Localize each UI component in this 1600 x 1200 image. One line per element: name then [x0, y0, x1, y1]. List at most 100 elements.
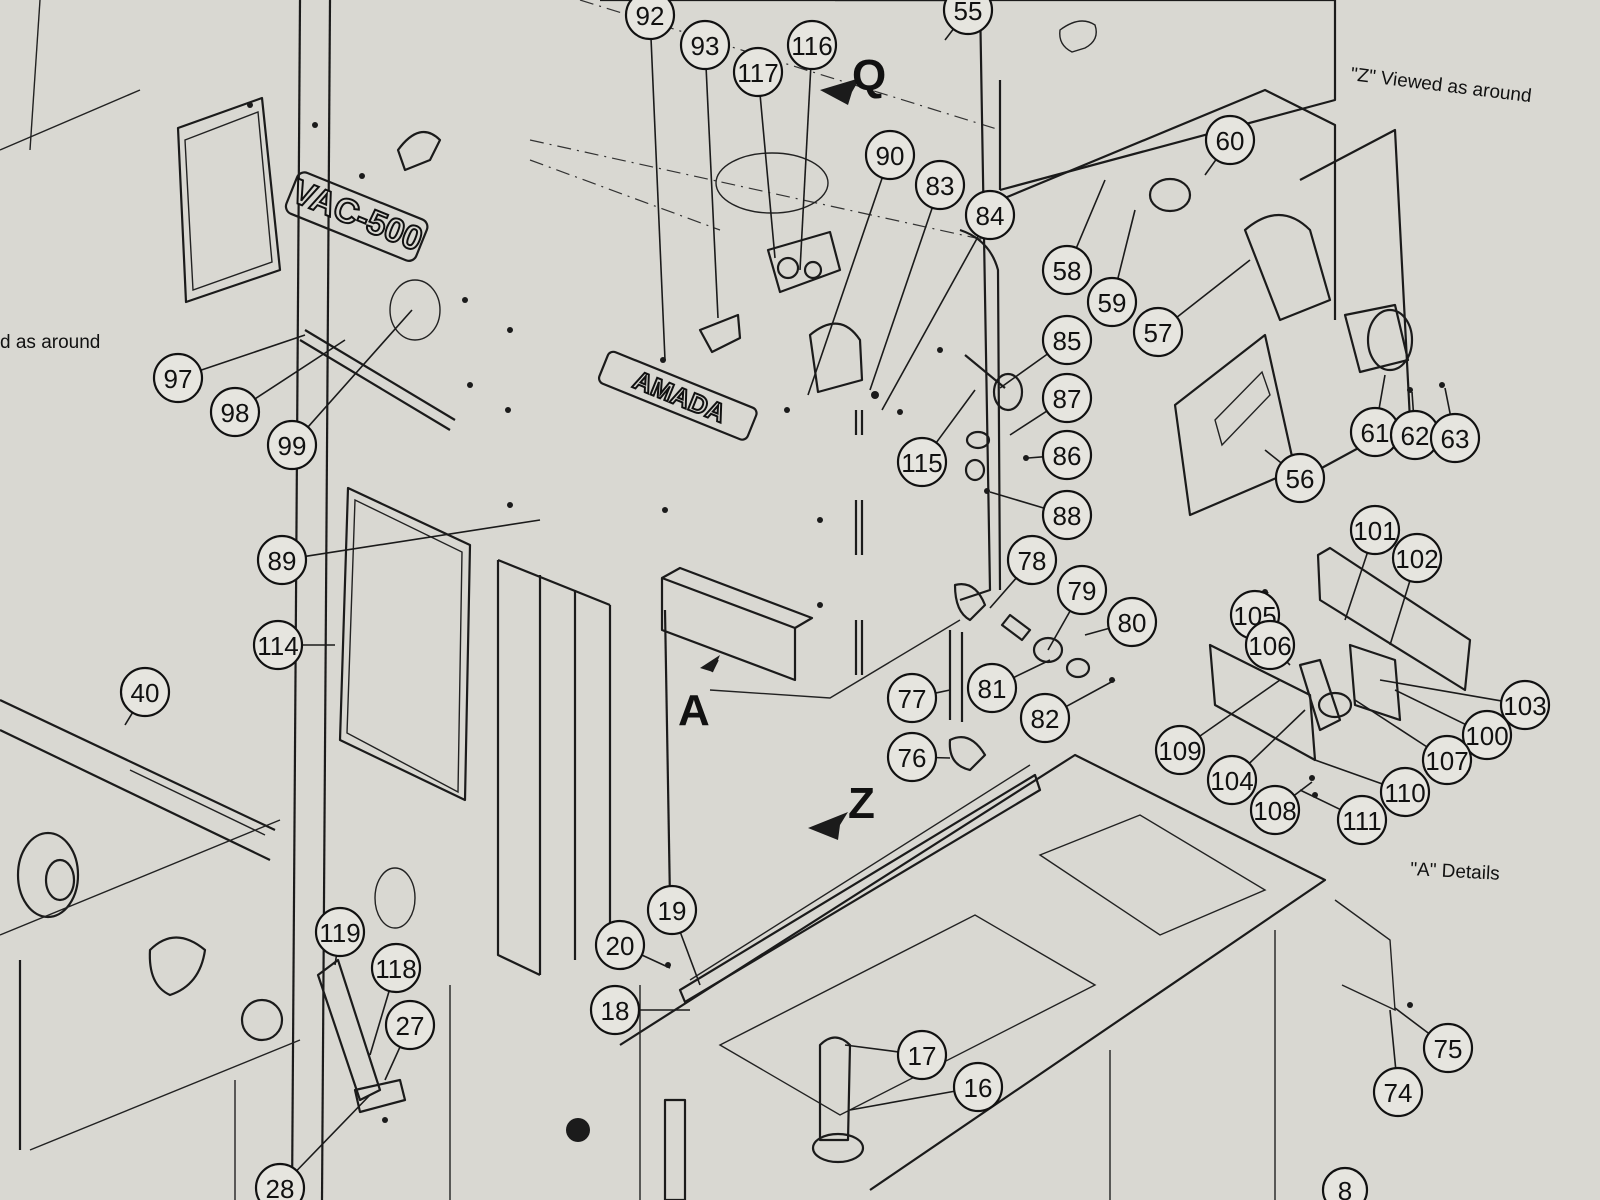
- brand-nameplate-text: AMADA: [629, 364, 730, 428]
- view-arrow-q: [820, 78, 860, 105]
- callout-circle: [1429, 412, 1481, 464]
- callout-circle: [1422, 1022, 1474, 1074]
- callout-circle: [266, 419, 318, 471]
- callout-circle: [1499, 679, 1551, 731]
- callout-74: 74: [1372, 1009, 1424, 1118]
- callout-108: 108: [1249, 781, 1313, 836]
- callout-number: 62: [1401, 421, 1430, 451]
- callout-number: 8: [1338, 1176, 1352, 1200]
- callout-leader-line: [1379, 679, 1502, 702]
- callout-leader-line: [869, 207, 934, 391]
- callout-circle: [886, 731, 938, 783]
- callout-leader-line: [1444, 387, 1452, 415]
- model-nameplate-text: VAC-500: [286, 172, 428, 259]
- callout-number: 86: [1053, 441, 1082, 471]
- callout-97: 97: [152, 334, 306, 404]
- callout-number: 103: [1503, 691, 1546, 721]
- callout-number: 98: [221, 398, 250, 428]
- callout-number: 28: [266, 1174, 295, 1200]
- callout-number: 57: [1144, 318, 1173, 348]
- callout-leader-line: [999, 353, 1048, 389]
- callout-circle: [1349, 504, 1401, 556]
- callout-number: 119: [319, 918, 360, 948]
- callout-circle: [896, 436, 948, 488]
- callout-circle: [896, 1029, 948, 1081]
- callout-number: 81: [978, 674, 1007, 704]
- callout-number: 90: [876, 141, 905, 171]
- callout-number: 80: [1118, 608, 1147, 638]
- callout-number: 74: [1384, 1078, 1413, 1108]
- callout-102: 102: [1389, 532, 1443, 646]
- callout-leader-line: [254, 339, 346, 400]
- callout-number: 101: [1353, 516, 1396, 546]
- callout-leader-line: [1264, 449, 1282, 464]
- view-marker-a: A: [678, 686, 710, 735]
- callout-circle: [914, 159, 966, 211]
- callout-number: 16: [964, 1073, 993, 1103]
- callout-leader-line: [1354, 699, 1428, 748]
- callout-leader-line: [807, 177, 883, 396]
- view-arrow-z: [808, 812, 848, 840]
- callout-circle: [952, 1061, 1004, 1113]
- callout-number: 85: [1053, 326, 1082, 356]
- callout-circle: [1336, 794, 1388, 846]
- callout-number: 99: [278, 431, 307, 461]
- view-marker-q: Q: [852, 51, 886, 100]
- brand-nameplate: AMADA: [597, 350, 758, 441]
- callout-leader-line: [1411, 391, 1415, 412]
- z-view-caption-left: d as around: [0, 332, 100, 353]
- callout-114: 114: [252, 619, 335, 671]
- callout-80: 80: [1084, 596, 1158, 648]
- callout-circle: [732, 46, 784, 98]
- callout-110: 110: [1314, 759, 1431, 818]
- callout-number: 60: [1216, 126, 1245, 156]
- callout-18: 18: [589, 984, 690, 1036]
- callout-88: 88: [989, 489, 1093, 541]
- callout-number: 19: [658, 896, 687, 926]
- callout-leader-line: [1117, 209, 1136, 279]
- callout-circle: [119, 666, 171, 718]
- callout-circle: [1132, 306, 1184, 358]
- callout-101: 101: [1344, 504, 1401, 621]
- callout-leader-line: [799, 68, 812, 271]
- callout-79: 79: [1047, 564, 1108, 651]
- callout-75: 75: [1394, 1007, 1474, 1074]
- callout-leader-line: [1378, 374, 1386, 409]
- callout-number: 111: [1342, 806, 1382, 836]
- callout-number: 89: [268, 546, 297, 576]
- callout-number: 107: [1425, 746, 1468, 776]
- callout-leader-line: [1176, 259, 1251, 318]
- callout-circle: [1086, 276, 1138, 328]
- callout-leader-line: [124, 712, 134, 726]
- callout-circle: [1056, 564, 1108, 616]
- callout-116: 116: [786, 19, 838, 271]
- callout-circle: [1461, 709, 1513, 761]
- callout-number: 118: [375, 954, 416, 984]
- callout-58: 58: [1041, 179, 1106, 296]
- callout-circle: [1372, 1066, 1424, 1118]
- callout-number: 109: [1158, 736, 1201, 766]
- callout-leader-line: [989, 577, 1017, 609]
- callout-17: 17: [844, 1029, 948, 1081]
- callout-60: 60: [1204, 114, 1256, 176]
- callout-20: 20: [594, 919, 671, 971]
- callout-number: 104: [1210, 766, 1253, 796]
- callout-circle: [384, 999, 436, 1051]
- callout-circle: [864, 129, 916, 181]
- callout-circle: [152, 352, 204, 404]
- callout-leader-line: [641, 954, 671, 969]
- callout-107: 107: [1354, 699, 1473, 786]
- callout-circle: [1041, 314, 1093, 366]
- callout-circle: [252, 619, 304, 671]
- callout-number: 108: [1253, 796, 1296, 826]
- callout-leader-line: [849, 1090, 955, 1111]
- callout-circle: [1041, 489, 1093, 541]
- callout-circle: [256, 534, 308, 586]
- callout-circle: [1244, 619, 1296, 671]
- callout-leader-line: [844, 1044, 899, 1053]
- callout-leader-line: [935, 389, 976, 444]
- callout-number: 102: [1395, 544, 1438, 574]
